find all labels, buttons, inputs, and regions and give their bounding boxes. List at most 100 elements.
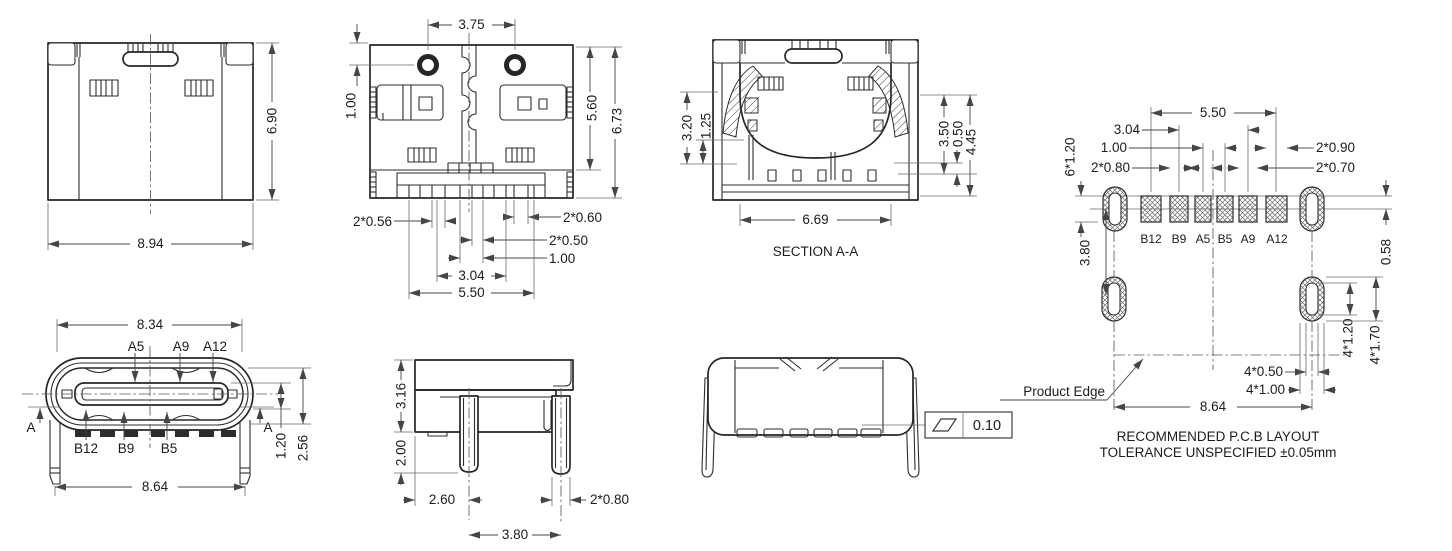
dim-depth-a: 3.20 [680,115,695,141]
pad-label-a5: A5 [1196,232,1211,246]
bottom-pads [736,428,882,438]
dim-depth-e: 4.45 [964,129,979,155]
pcb-dimensions: 5.50 3.04 1.00 2*0.80 2*0.90 2*0.70 [1063,105,1394,414]
section-view-dimensions: 3.20 1.25 3.50 0.50 4.45 6.69 [680,91,979,227]
dim-pad-w-outer: 2*0.90 [1316,140,1355,155]
mating-dimensions: 8.34 8.64 1.20 2.56 [54,317,311,496]
dim-pad-edge: 0.58 [1379,239,1394,265]
product-edge-callout: Product Edge [1000,358,1144,401]
screw-hole-right [504,54,526,76]
pin-label-a5: A5 [128,339,145,354]
dim-screw-depth: 1.00 [344,93,359,119]
pcb-layout: B12 B9 A5 B5 A9 A12 5.50 3.04 1.00 [1000,105,1394,460]
side-view-dimensions: 3.16 2.00 2.60 2*0.80 3.80 [394,359,629,542]
mating-bottom-pads [75,430,236,437]
pin-label-a12: A12 [203,339,227,354]
dim-overall-height: 6.73 [610,108,625,134]
dim-pad-c: 2*0.50 [549,233,588,248]
dim-leg-length: 2.00 [394,440,409,466]
section-view-body [712,39,919,201]
dim-leg-pitch: 3.80 [502,527,528,542]
dim-pad-b: 2*0.60 [563,210,602,225]
edge-serrations [369,86,574,199]
dim-pad-a: 2*0.56 [353,214,392,229]
rear-view-body [369,33,574,212]
dim-hole-h: 4*1.20 [1341,318,1356,357]
section-view: 3.20 1.25 3.50 0.50 4.45 6.69 SECTION A-… [680,39,979,259]
pcb-pads [1140,195,1288,223]
dim-depth-c: 3.50 [937,121,952,147]
pin-label-b5: B5 [161,441,178,456]
hatched-shell-right [868,65,909,138]
dim-pad-span: 5.50 [1200,105,1226,120]
pcb-caption-line2: TOLERANCE UNSPECIFIED ±0.05mm [1100,445,1337,460]
pad-label-b9: B9 [1172,232,1187,246]
dim-depth-b: 1.25 [699,113,714,139]
dim-pad-center: 1.00 [1101,140,1127,155]
bottom-view-legs [701,377,920,478]
pad-label-b5: B5 [1218,232,1233,246]
section-marker-a-left: A [26,420,35,435]
dim-pad-w-mid: 2*0.70 [1316,160,1355,175]
bottom-view: 0.10 [701,356,1013,478]
pcb-pad-labels: B12 B9 A5 B5 A9 A12 [1140,232,1288,246]
dim-body-height: 3.16 [394,383,409,409]
pin-label-b9: B9 [118,441,135,456]
section-cut-markers: A A [26,406,274,435]
latch-window-right [499,84,567,121]
screw-hole-left [417,54,439,76]
dim-shell-width: 8.34 [137,317,164,332]
side-view: 3.16 2.00 2.60 2*0.80 3.80 [394,359,629,542]
dim-pad-height: 6*1.20 [1063,137,1078,176]
pin-callouts: A5 A9 A12 B12 B9 B5 [74,339,227,456]
dim-center-height: 2.56 [296,435,311,461]
dim-pitch-mid: 3.04 [458,268,485,283]
solder-teeth [408,185,535,198]
mating-legs [49,420,251,485]
emi-spring-right [184,79,214,97]
pad-label-b12: B12 [1140,232,1162,246]
hatched-shell-left [722,65,763,138]
pad-label-a9: A9 [1241,232,1256,246]
pcb-caption: RECOMMENDED P.C.B LAYOUT TOLERANCE UNSPE… [1100,429,1337,460]
pad-label-a12: A12 [1266,232,1288,246]
dim-row-gap: 3.80 [1078,240,1093,266]
dim-pitch-center: 1.00 [549,251,575,266]
pin-label-a9: A9 [173,339,190,354]
pcb-caption-line1: RECOMMENDED P.C.B LAYOUT [1117,429,1320,444]
dim-hole-outer-w: 4*1.00 [1246,382,1285,397]
product-edge-label: Product Edge [1023,384,1105,399]
section-marker-a-right: A [263,420,272,435]
shell-seam [461,45,471,163]
front-view: 8.94 6.90 [47,34,280,251]
mating-view: A5 A9 A12 B12 B9 B5 A A 8.34 8.64 [22,317,311,496]
dim-front-width: 8.94 [137,236,164,251]
dim-pad-mid: 3.04 [1114,122,1141,137]
dim-hole-w: 4*0.50 [1244,364,1283,379]
dim-hole-span: 8.64 [1200,399,1227,414]
dim-hole-outer-h: 4*1.70 [1368,325,1383,364]
dim-depth-d: 0.50 [951,121,966,147]
rear-view-dimensions: 3.75 1.00 5.60 6.73 2*0.56 2*0.60 [344,17,625,300]
flatness-value: 0.10 [973,418,1001,434]
section-label: SECTION A-A [773,244,859,259]
flatness-callout: 0.10 [862,411,1013,439]
pin-label-b12: B12 [74,441,98,456]
dim-leg-width: 2*0.80 [590,492,629,507]
flatness-symbol-icon [931,418,958,432]
front-view-dimensions: 8.94 6.90 [47,42,280,251]
dim-pitch-outer: 5.50 [458,285,484,300]
emi-spring-left [89,79,119,97]
cavity-profile [739,62,892,159]
dim-screw-pitch: 3.75 [458,17,484,32]
dim-front-to-leg: 2.60 [429,492,455,507]
front-view-body [47,34,254,214]
shell-seam [467,45,477,163]
dim-leg-span: 8.64 [142,479,169,494]
bottom-view-body [707,356,914,438]
dim-pad-w-inner: 2*0.80 [1091,160,1130,175]
dim-cavity-width: 6.69 [802,212,828,227]
dim-front-height: 6.90 [265,108,280,134]
